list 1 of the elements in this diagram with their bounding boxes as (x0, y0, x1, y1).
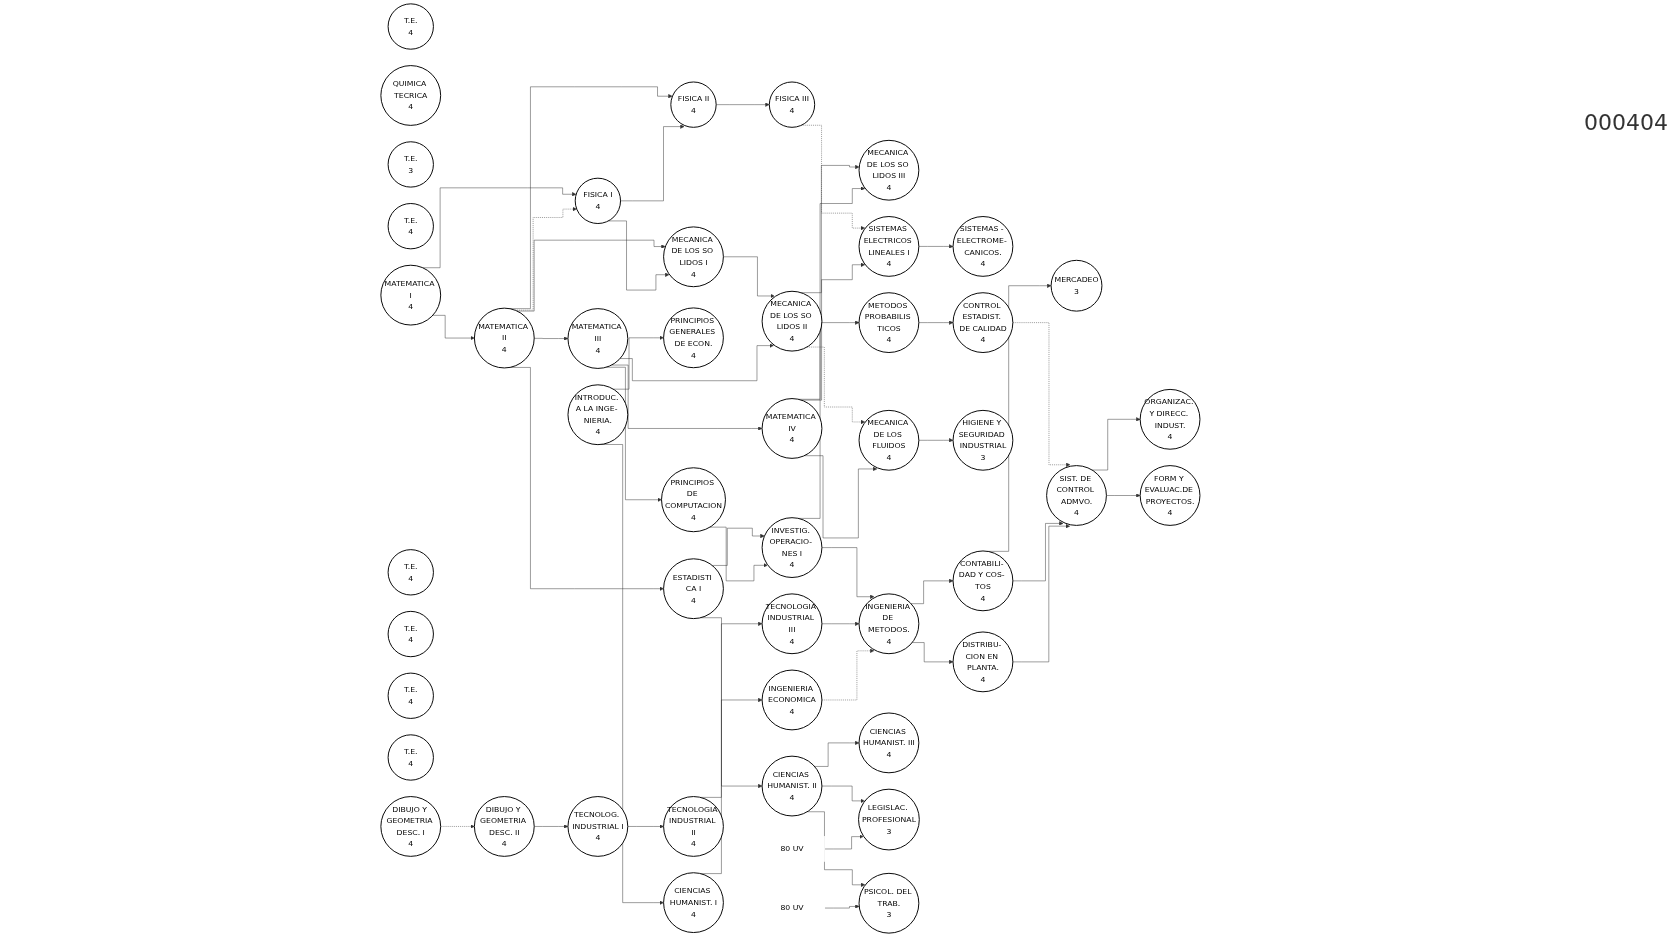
document-number: 000404 (1584, 110, 1668, 135)
